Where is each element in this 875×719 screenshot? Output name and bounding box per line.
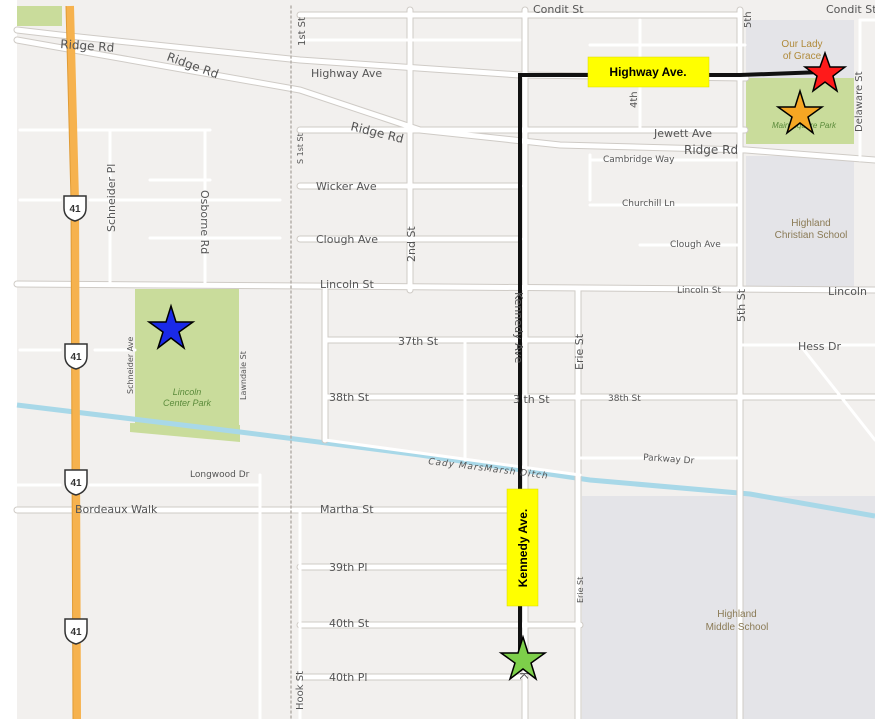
us41-shield-1-text: 41 (69, 204, 81, 215)
label-39th-pl: 39th Pl (329, 561, 367, 574)
label-5th-st-2: 5th St (735, 288, 748, 322)
label-hess-dr: Hess Dr (798, 340, 841, 353)
label-37th-st: 37th St (398, 335, 439, 348)
label-highland-christian-1: Highland (791, 218, 830, 229)
label-delaware-st: Delaware St (854, 71, 865, 132)
label-lincoln-st-1: Lincoln St (320, 278, 374, 291)
route-label-highway-ave-text: Highway Ave. (609, 65, 686, 79)
label-kennedy-ave-1: Kennedy Ave (512, 292, 525, 364)
label-38th-st-3: 38th St (608, 394, 641, 404)
us41-shield-4-text: 41 (70, 627, 82, 638)
us41-shield-4: 41 (64, 618, 88, 645)
label-lincoln-st-3: Lincoln (828, 285, 867, 298)
us41-shield-3-text: 41 (70, 478, 82, 489)
label-our-lady-1: Our Lady (781, 39, 822, 50)
label-martha-st: Martha St (320, 503, 374, 516)
label-schneider-ave: Schneider Ave (126, 337, 135, 394)
label-lawndale-st: Lawndale St (239, 351, 248, 400)
label-2nd-st: 2nd St (405, 226, 418, 262)
park-top-left (17, 6, 62, 26)
label-hook-st: Hook St (295, 671, 306, 710)
label-40th-pl: 40th Pl (329, 671, 367, 684)
label-erie-st-2: Erie St (576, 577, 585, 603)
label-parkway-dr: Parkway Dr (643, 453, 695, 467)
label-lincoln-park-1: Lincoln (173, 387, 202, 397)
star-orange-marker[interactable] (775, 88, 825, 136)
label-bordeaux-walk: Bordeaux Walk (75, 503, 158, 516)
cady-marsh-ditch (16, 402, 875, 519)
label-clough-ave-1: Clough Ave (316, 233, 378, 246)
route-label-kennedy-ave: Kennedy Ave. (506, 488, 539, 607)
us41-shield-1: 41 (63, 195, 87, 222)
us41-shield-3: 41 (64, 469, 88, 496)
label-lincoln-st-2: Lincoln St (677, 286, 721, 296)
label-5th-1: 5th (743, 11, 754, 28)
road-network (13, 5, 875, 719)
label-lincoln-park-2: Center Park (163, 398, 212, 408)
label-40th-st: 40th St (329, 617, 370, 630)
highland-middle-school-area (582, 496, 875, 719)
label-wicker-ave: Wicker Ave (316, 180, 377, 193)
route-label-highway-ave: Highway Ave. (587, 56, 710, 88)
label-longwood-dr: Longwood Dr (190, 470, 250, 480)
label-highland-middle-1: Highland (717, 609, 756, 620)
star-red-marker[interactable] (802, 50, 848, 93)
label-our-lady-2: of Grace (783, 51, 822, 62)
lincoln-center-park-area (135, 289, 239, 432)
map-frame-left (0, 0, 17, 719)
label-4th: 4th (629, 91, 640, 108)
label-jewett-ave: Jewett Ave (653, 127, 712, 140)
star-blue-marker[interactable] (146, 303, 196, 351)
label-ridge-rd-1: Ridge Rd (60, 37, 115, 55)
label-churchill-ln: Churchill Ln (622, 199, 675, 209)
label-ridge-rd-4: Ridge Rd (684, 143, 738, 157)
label-clough-ave-2: Clough Ave (670, 240, 721, 250)
label-s-1st-st: S 1st St (296, 133, 305, 164)
label-38th-st-1: 38th St (329, 391, 370, 404)
us41-shield-2: 41 (64, 343, 88, 370)
label-condit-st-2: Condit St (826, 3, 875, 16)
label-highway-ave: Highway Ave (311, 67, 382, 80)
label-schneider-pl: Schneider Pl (105, 164, 118, 232)
label-osborne-rd: Osborne Rd (198, 190, 211, 254)
label-38th-st-2: 3 th St (513, 393, 550, 406)
label-1st-st: 1st St (297, 17, 308, 46)
label-highland-christian-2: Christian School (775, 230, 848, 241)
star-green-marker[interactable] (498, 634, 548, 682)
label-highland-middle-2: Middle School (706, 622, 769, 633)
label-kennedy-ave-2: K (517, 672, 530, 680)
highland-christian-school-area (746, 156, 854, 288)
label-erie-st-1: Erie St (573, 333, 586, 370)
label-cambridge-way: Cambridge Way (603, 155, 675, 165)
label-condit-st-1: Condit St (533, 3, 584, 16)
route-label-kennedy-ave-text: Kennedy Ave. (516, 509, 530, 587)
us41-shield-2-text: 41 (70, 352, 82, 363)
